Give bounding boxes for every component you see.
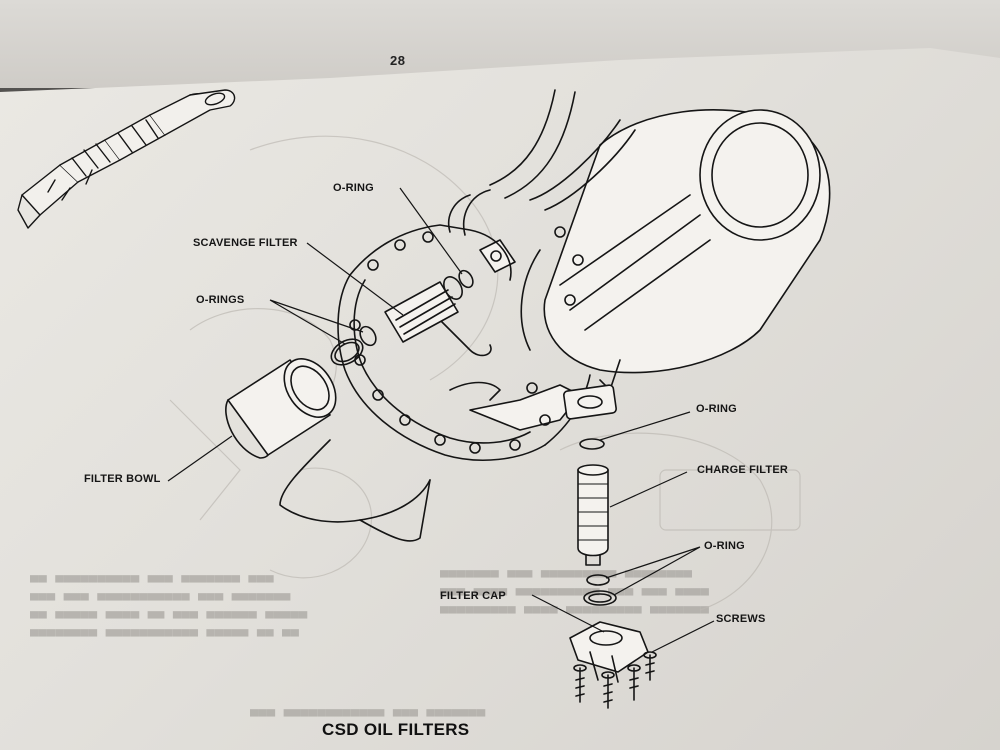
callout-o-ring-right-upper: O-RING — [696, 403, 737, 415]
mount-hand-bracket — [279, 439, 431, 523]
scavenge-filter — [384, 281, 459, 343]
housing-end-cap — [699, 109, 821, 241]
page-number: 28 — [390, 53, 406, 68]
charge-filter-port — [563, 384, 617, 420]
scavenge-filter-group — [330, 269, 474, 366]
oil-line-fitting — [448, 189, 491, 236]
charge-filter-group — [577, 438, 617, 606]
csd-housing-assembly — [279, 89, 831, 542]
callout-filter-bowl: FILTER BOWL — [84, 473, 161, 485]
callout-o-ring-top: O-RING — [333, 182, 374, 194]
thumbnail-locator-illustration — [17, 89, 236, 229]
callout-screws: SCREWS — [716, 613, 766, 625]
o-ring-lower-large — [583, 590, 617, 606]
leader-lines — [167, 187, 715, 653]
figure-title: CSD OIL FILTERS — [322, 720, 470, 739]
o-ring-small — [359, 325, 377, 347]
callout-o-rings: O-RINGS — [196, 294, 245, 306]
screws — [573, 651, 657, 709]
oil-line-upper — [489, 89, 576, 199]
callout-filter-cap: FILTER CAP — [440, 590, 506, 602]
o-ring-lower-small — [586, 574, 610, 586]
o-ring-top — [458, 269, 474, 289]
charge-filter — [577, 469, 609, 557]
filter-cap-group — [569, 621, 657, 709]
callout-scavenge-filter: SCAVENGE FILTER — [193, 237, 298, 249]
oil-line-right — [529, 119, 636, 211]
callout-o-ring-right-lower: O-RING — [704, 540, 745, 552]
filter-bowl — [225, 358, 337, 459]
mounting-flange-top — [349, 224, 512, 281]
mounting-flange-left — [337, 274, 546, 461]
o-ring-upper-charge — [579, 438, 605, 450]
callout-charge-filter: CHARGE FILTER — [697, 464, 789, 476]
